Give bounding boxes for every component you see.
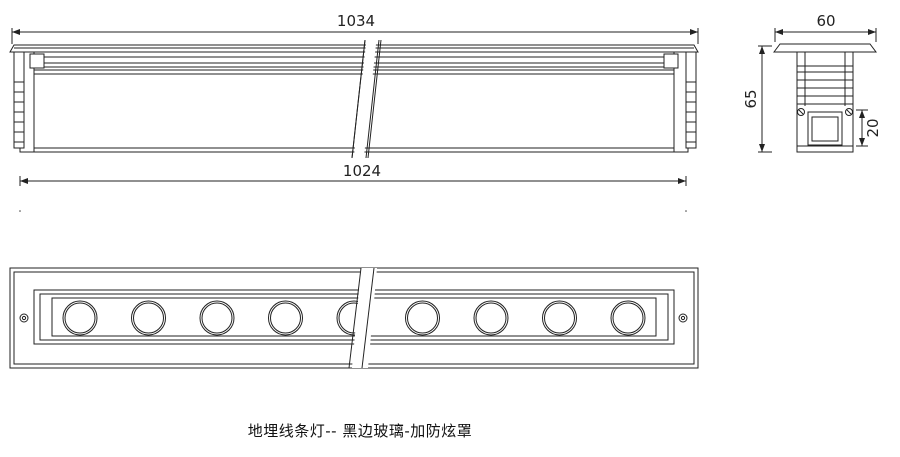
dimension-60-label: 60	[816, 12, 835, 30]
dimension-65-label: 65	[742, 89, 760, 108]
drawing-caption: 地埋线条灯-- 黑边玻璃-加防炫罩	[247, 422, 473, 440]
side-elevation-view	[9, 39, 699, 159]
led-lens	[62, 300, 98, 336]
led-lens	[610, 300, 646, 336]
dimension-1024: 1024	[19, 162, 687, 212]
end-view: 60 65 20	[742, 12, 882, 153]
led-lens	[405, 300, 440, 336]
dimension-1034-label: 1034	[337, 12, 375, 30]
dimension-1024-label: 1024	[343, 162, 381, 180]
led-lens	[473, 300, 509, 336]
led-lens	[199, 300, 235, 336]
led-lens	[542, 300, 577, 336]
dimension-1034: 1034	[11, 12, 699, 44]
led-lens	[268, 300, 303, 336]
top-plan-view	[9, 267, 699, 369]
led-lens	[131, 300, 166, 336]
dimension-20-label: 20	[864, 118, 882, 137]
